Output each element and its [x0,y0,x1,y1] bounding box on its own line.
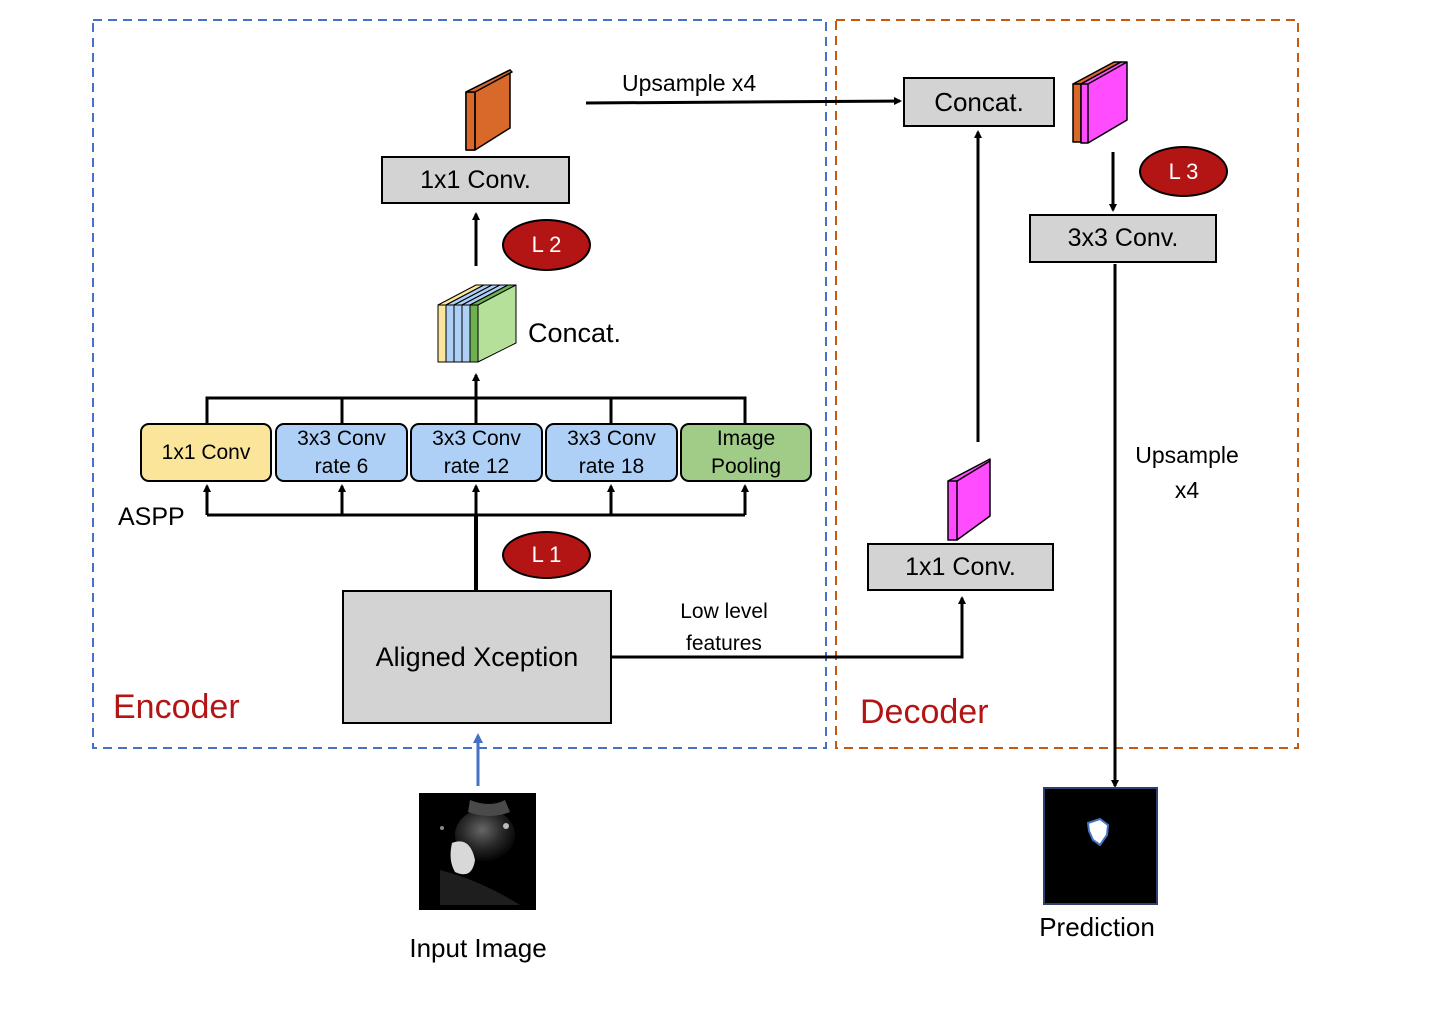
upsample-x4-label: Upsample x4 [622,70,757,96]
decoder-3x3-conv-block: 3x3 Conv. [1029,214,1217,263]
encoder-section-border [92,19,827,749]
aspp-block-label-line2: Pooling [710,454,782,478]
decoder-section-border [835,19,1299,749]
low-level-features-label: Low level features [664,596,784,660]
decoder-1x1-conv-block: 1x1 Conv. [867,543,1054,591]
decoder-3x3-conv-label: 3x3 Conv. [1067,224,1179,252]
aspp-block-conv-rate-18: 3x3 Conv rate 18 [545,423,678,482]
aspp-block-rate: rate 12 [443,454,510,478]
aligned-xception-label: Aligned Xception [375,641,579,672]
low-level-features-line [612,596,966,659]
aspp-block-rate: rate 6 [314,454,369,478]
input-image-label: Input Image [409,933,547,963]
decoder-section-label: Decoder [860,693,989,731]
decoder-concat-block: Concat. [903,77,1055,127]
low-level-features-line1: Low level [680,600,768,623]
low-level-feature-map-icon [947,458,991,541]
aspp-block-rate: rate 18 [578,454,645,478]
decoder-upsample-line2: x4 [1174,477,1200,503]
input-image [419,793,536,910]
aspp-concat-feature-stack-icon [437,284,517,363]
decoder-upsample-line1: Upsample [1135,442,1239,468]
aspp-block-label: Image [716,427,776,451]
encoder-concat-label: Concat. [528,318,622,348]
encoder-section-label: Encoder [113,688,240,726]
decoder-upsample-label: Upsample x4 [1124,438,1250,508]
prediction-label: Prediction [1039,912,1155,942]
aspp-block-label: 3x3 Conv [567,427,656,451]
prediction-mask-image [1043,787,1158,905]
low-level-features-line2: features [686,632,762,655]
aspp-block-conv-rate-12: 3x3 Conv rate 12 [410,423,543,482]
aspp-block-conv-rate-6: 3x3 Conv rate 6 [275,423,408,482]
aspp-block-label: 3x3 Conv [432,427,521,451]
aspp-block-label: 1x1 Conv [161,440,251,464]
decoder-concat-feature-map-icon [1072,61,1128,144]
decoder-concat-label: Concat. [934,86,1024,117]
decoder-1x1-conv-label: 1x1 Conv. [905,552,1016,581]
badge-l2: L 2 [502,219,591,271]
aspp-block-label: 3x3 Conv [297,427,386,451]
aspp-block-image-pooling: Image Pooling [680,423,812,482]
encoder-1x1-conv-label: 1x1 Conv. [420,165,531,194]
aspp-block-1x1-conv: 1x1 Conv [140,423,272,482]
aligned-xception-block: Aligned Xception [342,590,612,724]
badge-l3: L 3 [1139,146,1228,197]
encoder-1x1-conv-block: 1x1 Conv. [381,156,570,204]
encoder-feature-map-icon [465,69,513,151]
aspp-label: ASPP [118,503,185,531]
badge-l1: L 1 [502,531,591,579]
upsample-to-concat-arrow [585,97,902,106]
